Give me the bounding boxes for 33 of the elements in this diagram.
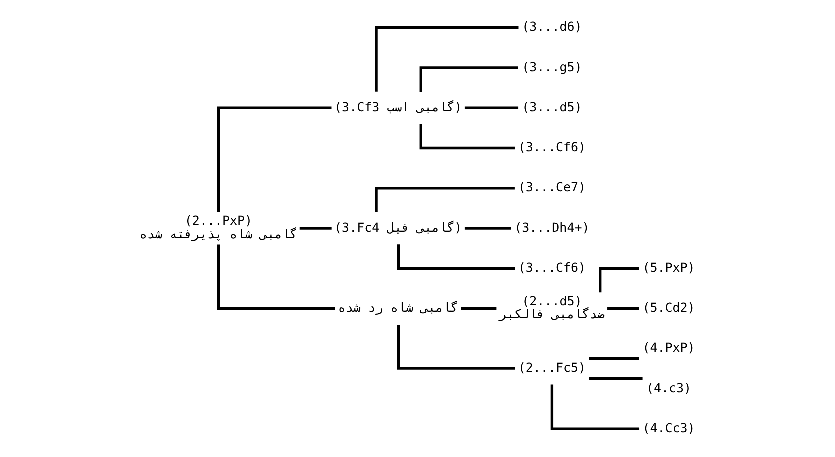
node-text: (4.c3)	[646, 380, 692, 396]
connector	[419, 124, 514, 150]
connector	[419, 66, 518, 92]
node-text: (3...d6)	[522, 19, 582, 34]
node-text: (4.PxP)	[642, 340, 695, 356]
connector	[464, 106, 518, 110]
connector	[216, 244, 335, 310]
node-text: (3...g5)	[522, 59, 582, 74]
connector	[588, 357, 639, 360]
connector	[460, 307, 496, 310]
node-text: (3...Dh4+)	[514, 220, 590, 235]
connector	[550, 384, 640, 430]
node-text: (3...Cf6)	[518, 140, 586, 155]
connector	[464, 227, 511, 230]
connector	[216, 106, 332, 212]
node-text: (3.Fc4 گامبی فیل)	[334, 220, 462, 235]
connector	[607, 307, 639, 310]
connector	[397, 244, 515, 270]
node-text: (5.PxP)	[642, 260, 695, 275]
node-text: (3.Cf3 گامبی اسب)	[334, 99, 462, 114]
node-text: (2...Fc5)	[518, 360, 586, 375]
connector	[374, 187, 514, 212]
connector	[598, 267, 639, 293]
connector	[588, 377, 642, 380]
node-text: (5.Cd2)	[642, 300, 695, 316]
node-text: (4.Cc3)	[642, 420, 695, 436]
node-text: گامبی شاه رد شده	[338, 300, 458, 316]
node-text: (3...Ce7)	[518, 180, 586, 195]
node-text: (3...d5)	[522, 99, 582, 114]
connector	[397, 325, 515, 370]
node-text: (3...Cf6)	[518, 260, 586, 275]
connector	[374, 26, 518, 92]
connector	[299, 227, 332, 230]
